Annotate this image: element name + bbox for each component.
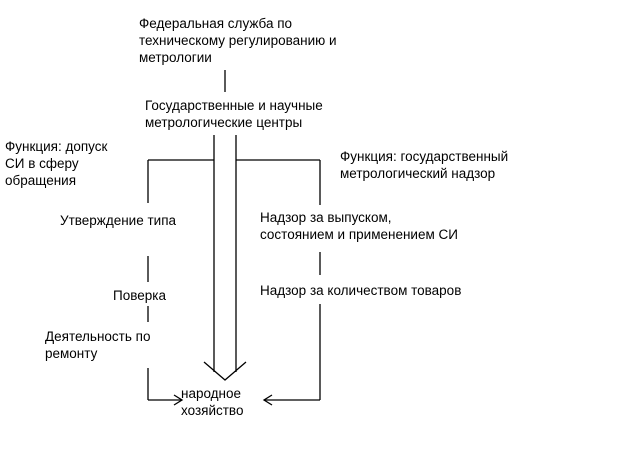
function-supervision-label: Функция: государственный метрологический… (340, 148, 508, 182)
function-access-line-2: СИ в сферу (5, 156, 79, 171)
federal-service-line-3: метрологии (139, 50, 212, 65)
function-access-line-1: Функция: допуск (5, 139, 108, 154)
centers-line-2: метрологические центры (145, 115, 303, 130)
repair-line-1: Деятельность по (45, 329, 151, 344)
repair-node: Деятельность по ремонту (45, 328, 150, 362)
function-access-line-3: обращения (5, 173, 77, 188)
channel-arrowhead (203, 361, 247, 381)
centers-line-1: Государственные и научные (145, 98, 323, 113)
goods-supervision-node: Надзор за количеством товаров (260, 282, 461, 299)
function-supervision-line-2: метрологический надзор (340, 166, 496, 181)
verification-node: Поверка (113, 287, 166, 304)
left-arrowhead (173, 394, 184, 406)
economy-node: народное хозяйство (181, 385, 243, 419)
function-supervision-line-1: Функция: государственный (340, 149, 509, 164)
goods-supervision-text: Надзор за количеством товаров (260, 283, 462, 298)
production-supervision-line-2: состоянием и применением СИ (260, 227, 458, 242)
type-approval-text: Утверждение типа (60, 213, 177, 228)
repair-line-2: ремонту (45, 346, 98, 361)
federal-service-node: Федеральная служба по техническому регул… (139, 15, 337, 66)
economy-line-2: хозяйство (181, 403, 244, 418)
verification-text: Поверка (113, 288, 166, 303)
type-approval-node: Утверждение типа (60, 212, 176, 229)
centers-node: Государственные и научные метрологически… (145, 97, 323, 131)
economy-line-1: народное (181, 386, 242, 401)
federal-service-line-1: Федеральная служба по (139, 16, 293, 31)
production-supervision-line-1: Надзор за выпуском, (260, 210, 392, 225)
function-access-label: Функция: допуск СИ в сферу обращения (5, 138, 107, 189)
right-arrowhead (262, 394, 273, 406)
production-supervision-node: Надзор за выпуском, состоянием и примене… (260, 209, 458, 243)
federal-service-line-2: техническому регулированию и (139, 33, 337, 48)
